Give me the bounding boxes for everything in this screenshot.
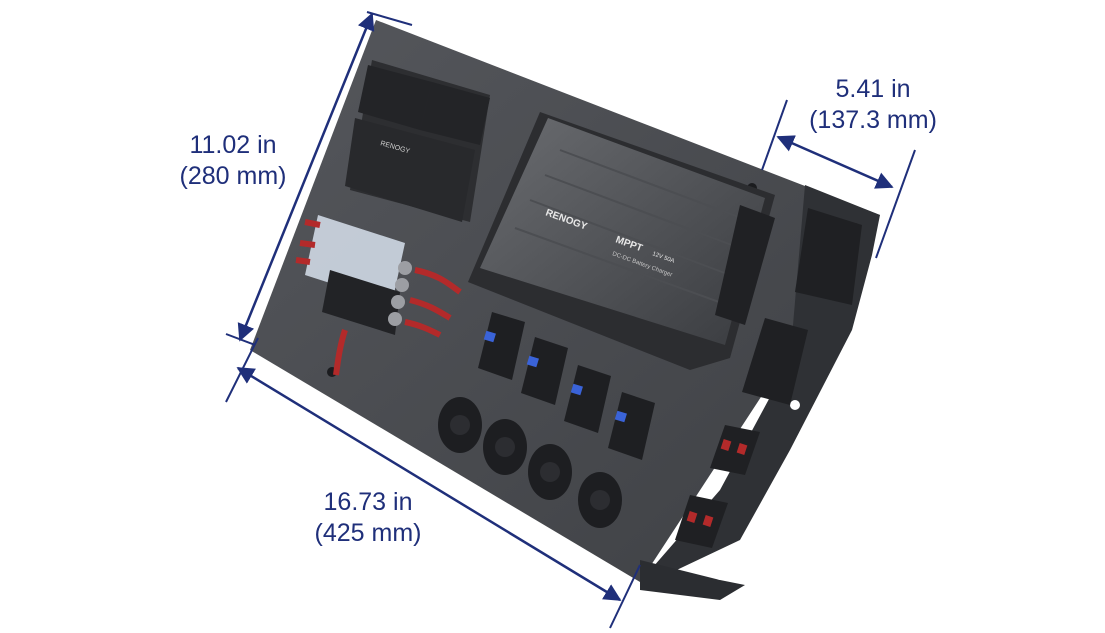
powerpole-connector-2 xyxy=(675,495,728,548)
height-imperial: 11.02 in xyxy=(189,131,277,159)
powerpole-connector-1 xyxy=(710,425,760,475)
dc-dc-charger: RENOGY MPPT 12V 50A DC-DC Battery Charge… xyxy=(468,112,775,370)
width-imperial: 16.73 in xyxy=(323,488,413,516)
width-metric: (425 mm) xyxy=(314,519,422,547)
depth-dimension-arrow-icon xyxy=(776,135,894,189)
width-dimension-arrow-icon xyxy=(236,366,622,602)
height-dimension-label: 11.02 in (280 mm) xyxy=(158,130,308,192)
height-dimension-arrow-icon xyxy=(237,12,375,342)
depth-imperial: 5.41 in xyxy=(835,75,911,103)
anderson-connector-2 xyxy=(742,318,808,405)
side-connectors xyxy=(675,208,862,548)
depth-metric: (137.3 mm) xyxy=(809,106,937,134)
width-dimension-label: 16.73 in (425 mm) xyxy=(288,487,448,549)
depth-dimension-label: 5.41 in (137.3 mm) xyxy=(793,74,953,136)
dimension-lines xyxy=(225,11,916,629)
rocker-switch-1 xyxy=(478,312,525,380)
height-metric: (280 mm) xyxy=(179,162,287,190)
battery-monitor-unit: RENOGY xyxy=(345,60,490,222)
anderson-connector-1 xyxy=(795,208,862,305)
